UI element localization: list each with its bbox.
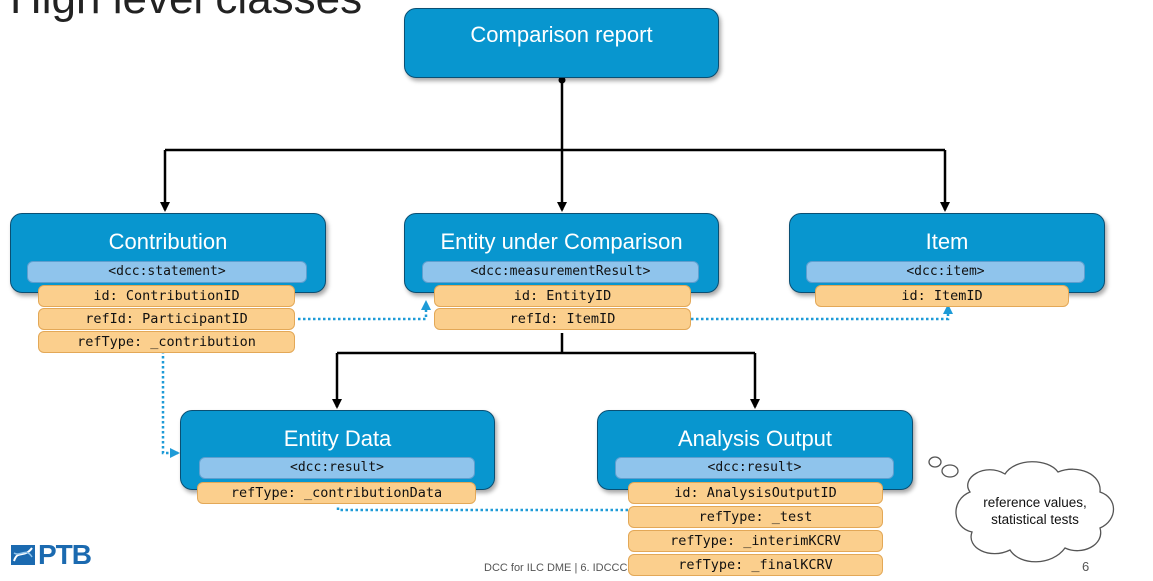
contribution-attr-id: id: ContributionID xyxy=(38,285,295,307)
ptb-logo-icon xyxy=(11,545,35,565)
analysis-attr-reftype-interim: refType: _interimKCRV xyxy=(628,530,883,552)
composition-diamond xyxy=(558,76,566,84)
contribution-title: Contribution xyxy=(108,229,228,254)
analysis-attr-reftype-final: refType: _finalKCRV xyxy=(628,554,883,576)
entity-attr-id: id: EntityID xyxy=(434,285,691,307)
entity-data-attr-reftype: refType: _contributionData xyxy=(197,482,476,504)
reference-participant-to-entity xyxy=(298,300,431,321)
analysis-attr-reftype-test: refType: _test xyxy=(628,506,883,528)
analysis-output-title: Analysis Output xyxy=(677,426,833,451)
contribution-tag: <dcc:statement> xyxy=(27,261,307,283)
slide-footer: DCC for ILC DME | 6. IDCCC | 2025 xyxy=(484,562,661,574)
entity-tag: <dcc:measurementResult> xyxy=(422,261,699,283)
reference-entity-data-from-analysis xyxy=(336,505,628,512)
reference-item-link xyxy=(691,304,953,321)
ptb-logo: PTB xyxy=(10,539,92,570)
analysis-tag: <dcc:result> xyxy=(615,457,894,479)
entity-data-tag: <dcc:result> xyxy=(199,457,475,479)
note-cloud xyxy=(928,456,1115,563)
analysis-attr-id: id: AnalysisOutputID xyxy=(628,482,883,504)
reference-contribution-to-entity-data xyxy=(161,351,180,458)
note-text: reference values, statistical tests xyxy=(960,494,1110,528)
comparison-report-box: Comparison report xyxy=(404,8,719,78)
note-line-2: statistical tests xyxy=(991,512,1079,527)
ptb-logo-text: PTB xyxy=(38,539,92,570)
item-tag: <dcc:item> xyxy=(806,261,1085,283)
slide-title: High level classes xyxy=(10,0,362,24)
entity-data-title: Entity Data xyxy=(283,426,392,451)
note-line-1: reference values, xyxy=(983,495,1087,510)
item-attr-id: id: ItemID xyxy=(815,285,1069,307)
item-title: Item xyxy=(925,229,969,254)
page-number: 6 xyxy=(1082,559,1090,574)
comparison-report-title: Comparison report xyxy=(470,22,653,47)
entity-under-comparison-title: Entity under Comparison xyxy=(440,229,683,254)
contribution-attr-refid: refId: ParticipantID xyxy=(38,308,295,330)
contribution-attr-reftype: refType: _contribution xyxy=(38,331,295,353)
entity-attr-refid: refId: ItemID xyxy=(434,308,691,330)
